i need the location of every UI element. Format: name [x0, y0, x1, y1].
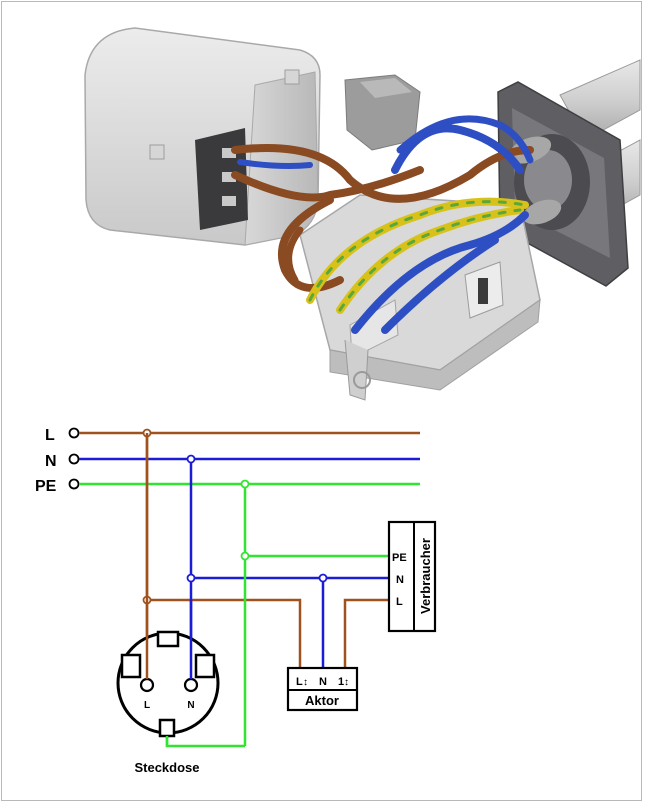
circuit-diagram: L N PE — [35, 427, 437, 775]
junction-neutral-top — [186, 454, 196, 464]
consumer-name: Verbraucher — [418, 538, 433, 614]
actuator-housing — [84, 27, 321, 246]
socket-caption: Steckdose — [134, 760, 199, 775]
junction-earth-consumer — [240, 551, 250, 561]
terminal-l-label: L — [45, 427, 55, 444]
actuator-name: Aktor — [305, 693, 339, 708]
socket-symbol — [116, 433, 220, 746]
consumer-block — [387, 520, 437, 633]
device-illustration — [84, 27, 641, 401]
actuator-pin-l-arrow: ↕ — [303, 677, 308, 688]
junction-neutral-actuator — [318, 573, 328, 583]
terminal-n-label: N — [45, 453, 57, 470]
terminal-pe-label: PE — [35, 478, 57, 495]
socket-pin-n-label: N — [187, 700, 194, 711]
actuator-pin-1-label: 1 — [338, 676, 344, 688]
terminal-n-circle — [68, 453, 80, 465]
actuator-pin-1-arrow: ↕ — [344, 677, 349, 688]
junction-neutral-consumer — [186, 573, 196, 583]
actuator-block — [286, 666, 359, 712]
actuator-pin-l-label: L — [296, 676, 303, 688]
terminal-pe-circle — [68, 478, 80, 490]
neutral-wiring — [189, 459, 390, 682]
actuator-pin-n-label: N — [319, 676, 327, 688]
consumer-pin-n-label: N — [396, 574, 404, 586]
junction-earth-top — [240, 479, 250, 489]
consumer-pin-pe-label: PE — [392, 552, 407, 564]
terminal-l-circle — [68, 427, 80, 439]
consumer-pin-l-label: L — [396, 596, 403, 608]
socket-pin-l-label: L — [144, 700, 150, 711]
wires-bundle — [231, 115, 534, 334]
wall-box-gasket — [497, 81, 629, 287]
